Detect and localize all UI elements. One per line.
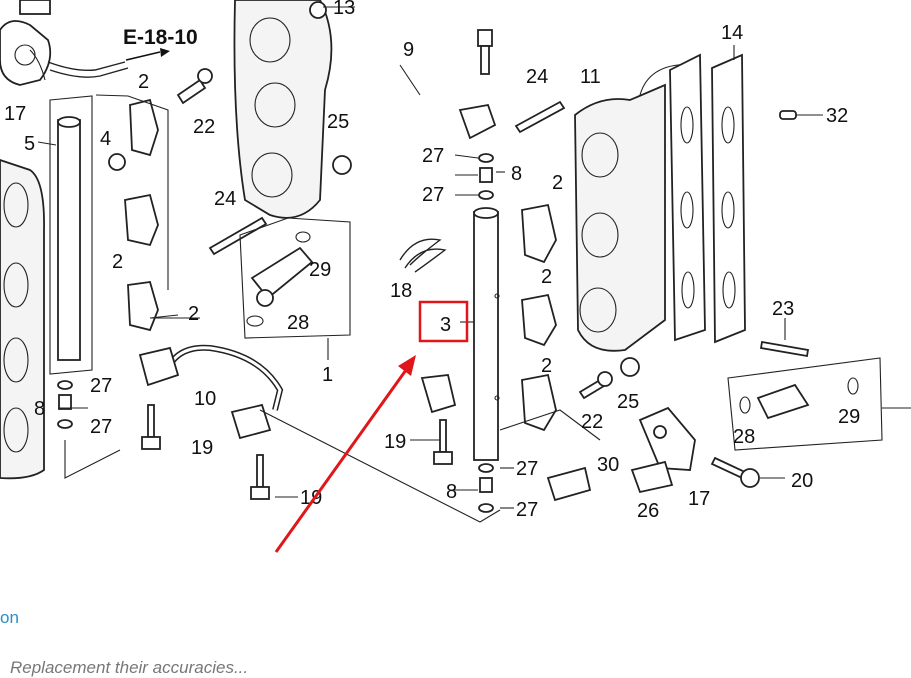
bolt-22-top bbox=[176, 68, 213, 105]
label-24: 24 bbox=[526, 66, 548, 88]
washer-stack-right bbox=[478, 153, 494, 200]
section-ref-text: E-18-10 bbox=[123, 26, 198, 49]
label-2: 2 bbox=[112, 251, 123, 273]
label-32: 32 bbox=[826, 105, 848, 127]
label-20: 20 bbox=[791, 470, 813, 492]
label-5: 5 bbox=[24, 133, 35, 155]
injector-kit-box-right bbox=[727, 357, 911, 451]
label-17: 17 bbox=[4, 103, 26, 125]
label-27: 27 bbox=[90, 375, 112, 397]
label-27: 27 bbox=[422, 184, 444, 206]
label-27: 27 bbox=[516, 499, 538, 521]
injector-kit-box bbox=[239, 217, 351, 360]
washer-stack-bottom bbox=[478, 463, 494, 513]
label-18: 18 bbox=[390, 280, 412, 302]
label-26: 26 bbox=[637, 500, 659, 522]
fuel-pipe-10 bbox=[138, 344, 284, 440]
label-19: 19 bbox=[384, 431, 406, 453]
label-29: 29 bbox=[309, 259, 331, 281]
label-10: 10 bbox=[194, 388, 216, 410]
label-25: 25 bbox=[617, 391, 639, 413]
stud-24 bbox=[208, 216, 268, 256]
fuel-pipe-9 bbox=[368, 88, 497, 414]
label-30: 30 bbox=[597, 454, 619, 476]
clip-26 bbox=[630, 460, 674, 494]
label-27: 27 bbox=[422, 145, 444, 167]
label-2: 2 bbox=[541, 355, 552, 377]
label-13: 13 bbox=[333, 0, 355, 19]
clip-30 bbox=[546, 466, 592, 502]
bolt-22-right bbox=[578, 371, 613, 400]
label-8: 8 bbox=[446, 481, 457, 503]
label-23: 23 bbox=[772, 298, 794, 320]
stud-24-right bbox=[514, 100, 566, 134]
link-text[interactable]: on bbox=[0, 608, 19, 627]
nut-25 bbox=[332, 155, 352, 175]
fuel-rail-3 bbox=[473, 207, 500, 461]
label-27: 27 bbox=[90, 416, 112, 438]
label-8: 8 bbox=[511, 163, 522, 185]
label-25: 25 bbox=[327, 111, 349, 133]
fuel-pressure-regulator bbox=[0, 0, 129, 86]
label-24: 24 bbox=[214, 188, 236, 210]
label-9: 9 bbox=[403, 39, 414, 61]
label-29: 29 bbox=[838, 406, 860, 428]
bracket-17-right bbox=[638, 406, 760, 488]
label-8: 8 bbox=[34, 398, 45, 420]
label-28: 28 bbox=[733, 426, 755, 448]
part-labels: 13 17 2 22 5 4 25 24 2 29 2 28 1 27 8 27… bbox=[4, 0, 860, 522]
label-22: 22 bbox=[193, 116, 215, 138]
nut-25-right bbox=[620, 357, 640, 377]
section-reference[interactable]: E-18-10 bbox=[123, 26, 198, 61]
label-2: 2 bbox=[552, 172, 563, 194]
gaskets-14 bbox=[669, 53, 746, 344]
label-2: 2 bbox=[541, 266, 552, 288]
bottom-note: Replacement their accuracies... bbox=[10, 658, 249, 677]
bolts-19 bbox=[141, 404, 453, 500]
highlight-box bbox=[418, 300, 469, 343]
mount-brackets-right bbox=[499, 203, 601, 441]
pin-32 bbox=[779, 110, 797, 120]
label-14: 14 bbox=[721, 22, 743, 44]
label-22: 22 bbox=[581, 411, 603, 433]
intake-manifold bbox=[233, 0, 333, 219]
label-2: 2 bbox=[138, 71, 149, 93]
label-2: 2 bbox=[188, 303, 199, 325]
label-4: 4 bbox=[100, 128, 111, 150]
label-17: 17 bbox=[688, 488, 710, 510]
washer-stack-left bbox=[57, 380, 121, 479]
label-1: 1 bbox=[322, 364, 333, 386]
clip-18 bbox=[399, 238, 447, 273]
red-arrow-icon bbox=[274, 355, 416, 553]
label-11: 11 bbox=[580, 66, 601, 88]
label-19: 19 bbox=[191, 437, 213, 459]
stud-23 bbox=[759, 340, 810, 358]
leader-lines bbox=[29, 6, 823, 523]
label-28: 28 bbox=[287, 312, 309, 334]
label-3: 3 bbox=[440, 314, 451, 336]
cylinder-head-left bbox=[0, 159, 45, 480]
fuel-rail-left bbox=[49, 95, 93, 375]
mount-brackets-left bbox=[95, 94, 200, 332]
bolt-top-center bbox=[477, 29, 493, 75]
label-27: 27 bbox=[516, 458, 538, 480]
